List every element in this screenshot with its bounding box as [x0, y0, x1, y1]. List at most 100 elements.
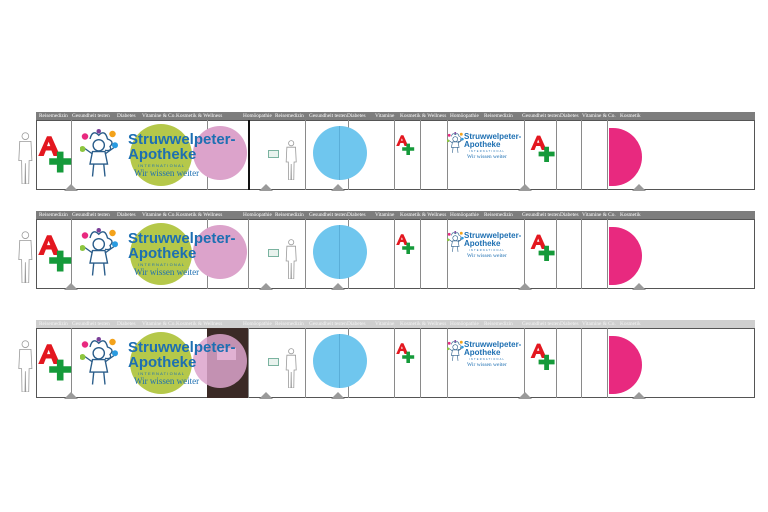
brand-name-line2: Apotheke	[128, 245, 197, 262]
small-placard	[268, 358, 279, 366]
fascia-nav-label: Gesundheit testen	[72, 113, 110, 119]
blue-circle	[313, 225, 367, 279]
fascia-nav-label: Diabetes	[347, 113, 366, 119]
fascia-nav-label: Diabetes	[117, 212, 136, 218]
fascia-nav-label: Vitamine & Co.	[582, 113, 616, 119]
fascia-nav-label: Vitamine & Co.	[142, 212, 176, 218]
position-marker-triangle	[518, 184, 532, 191]
fascia-nav-label: Reisemedizin	[275, 321, 304, 327]
window-mullion	[420, 219, 421, 289]
person-silhouette-icon	[16, 340, 35, 393]
window-mullion	[305, 328, 306, 398]
position-marker-triangle	[632, 184, 646, 191]
window-mullion	[581, 120, 582, 190]
window-mullion	[581, 219, 582, 289]
fascia-nav-label: Reisemedizin	[275, 212, 304, 218]
window-mullion	[305, 219, 306, 289]
pharmacy-a-cross-logo	[529, 233, 556, 265]
brand-name-line2: Apotheke	[464, 348, 501, 357]
struwwelpeter-figure-icon	[79, 337, 118, 387]
olive-circle	[130, 124, 192, 186]
window-mullion	[607, 219, 608, 289]
brand-slogan: Wir wissen weiter	[134, 168, 200, 178]
window-mullion	[394, 120, 395, 190]
window-mullion	[447, 219, 448, 289]
brand-name-line2: Apotheke	[128, 354, 197, 371]
fascia-nav-label: Kosmetik	[620, 321, 641, 327]
window-mullion	[420, 328, 421, 398]
person-silhouette-icon	[284, 348, 298, 389]
pink-circle	[193, 334, 247, 388]
pharmacy-a-cross-logo	[395, 342, 415, 366]
brand-international-label: INTERNATIONAL	[469, 150, 506, 153]
window-mullion	[607, 120, 608, 190]
struwwelpeter-figure-icon	[446, 231, 464, 253]
window-mullion	[556, 219, 557, 289]
fascia-nav-label: Homöopathie	[243, 113, 272, 119]
olive-circle	[130, 223, 192, 285]
brand-name-line2: Apotheke	[128, 146, 197, 163]
fascia-nav-label: Kosmetik & Wellness	[400, 113, 447, 119]
fascia-nav-label: Homöopathie	[450, 321, 479, 327]
position-marker-triangle	[259, 283, 273, 290]
position-marker-triangle	[64, 184, 78, 191]
window-mullion	[447, 328, 448, 398]
window-mullion	[248, 219, 249, 289]
person-silhouette-icon	[16, 132, 35, 185]
fascia-nav-label: Gesundheit testen	[72, 321, 110, 327]
fascia-nav-label: Vitamine & Co.	[582, 212, 616, 218]
fascia-nav-label: Vitamine & Co.	[142, 321, 176, 327]
fascia-nav-label: Vitamine & Co.	[582, 321, 616, 327]
window-mullion	[420, 120, 421, 190]
fascia-nav-label: Vitamine	[375, 113, 395, 119]
brand-name-line1: Struwwelpeter-	[128, 230, 236, 247]
position-marker-triangle	[259, 392, 273, 399]
pink-circle	[193, 126, 247, 180]
small-placard	[268, 150, 279, 158]
position-marker-triangle	[64, 283, 78, 290]
person-silhouette-icon	[284, 140, 298, 181]
fascia-nav-label: Homöopathie	[450, 212, 479, 218]
position-marker-triangle	[259, 184, 273, 191]
brand-name-line2: Apotheke	[464, 239, 501, 248]
olive-circle	[130, 332, 192, 394]
person-silhouette-icon	[16, 231, 35, 284]
pharmacy-a-cross-logo	[36, 233, 73, 277]
brand-name-line1: Struwwelpeter-	[464, 231, 522, 240]
fascia-nav-label: Diabetes	[560, 321, 579, 327]
brand-slogan: Wir wissen weiter	[467, 154, 507, 160]
window-mullion	[305, 120, 306, 190]
brand-name-line2: Apotheke	[464, 140, 501, 149]
blue-circle-seam	[339, 126, 340, 180]
window-mullion	[556, 120, 557, 190]
brand-international-label: INTERNATIONAL	[138, 371, 186, 376]
fascia-nav-label: Kosmetik	[620, 212, 641, 218]
position-marker-triangle	[331, 184, 345, 191]
position-marker-triangle	[518, 283, 532, 290]
fascia-nav-label: Gesundheit testen	[309, 321, 347, 327]
fascia-nav-label: Reisemedizin	[39, 113, 68, 119]
fascia-nav-label: Reisemedizin	[484, 212, 513, 218]
window-mullion	[71, 219, 72, 289]
blue-circle-seam	[339, 225, 340, 279]
window-mullion	[524, 328, 525, 398]
fascia-nav-label: Diabetes	[347, 321, 366, 327]
window-mullion	[447, 120, 448, 190]
brand-international-label: INTERNATIONAL	[469, 358, 506, 361]
fascia-nav-label: Diabetes	[560, 212, 579, 218]
window-mullion	[394, 219, 395, 289]
brand-slogan: Wir wissen weiter	[134, 376, 200, 386]
fascia-nav-label: Gesundheit testen	[522, 113, 560, 119]
window-mullion	[607, 328, 608, 398]
brand-international-label: INTERNATIONAL	[469, 249, 506, 252]
window-mullion	[71, 120, 72, 190]
fascia-nav-label: Vitamine & Co.	[142, 113, 176, 119]
fascia-nav-label: Kosmetik & Wellness	[176, 212, 223, 218]
brand-slogan: Wir wissen weiter	[134, 267, 200, 277]
window-mullion	[524, 219, 525, 289]
fascia-nav-label: Diabetes	[560, 113, 579, 119]
pharmacy-a-cross-logo	[395, 134, 415, 158]
fascia-nav-label: Homöopathie	[450, 113, 479, 119]
fascia-nav-label: Gesundheit testen	[522, 212, 560, 218]
fascia-nav-label: Diabetes	[117, 321, 136, 327]
